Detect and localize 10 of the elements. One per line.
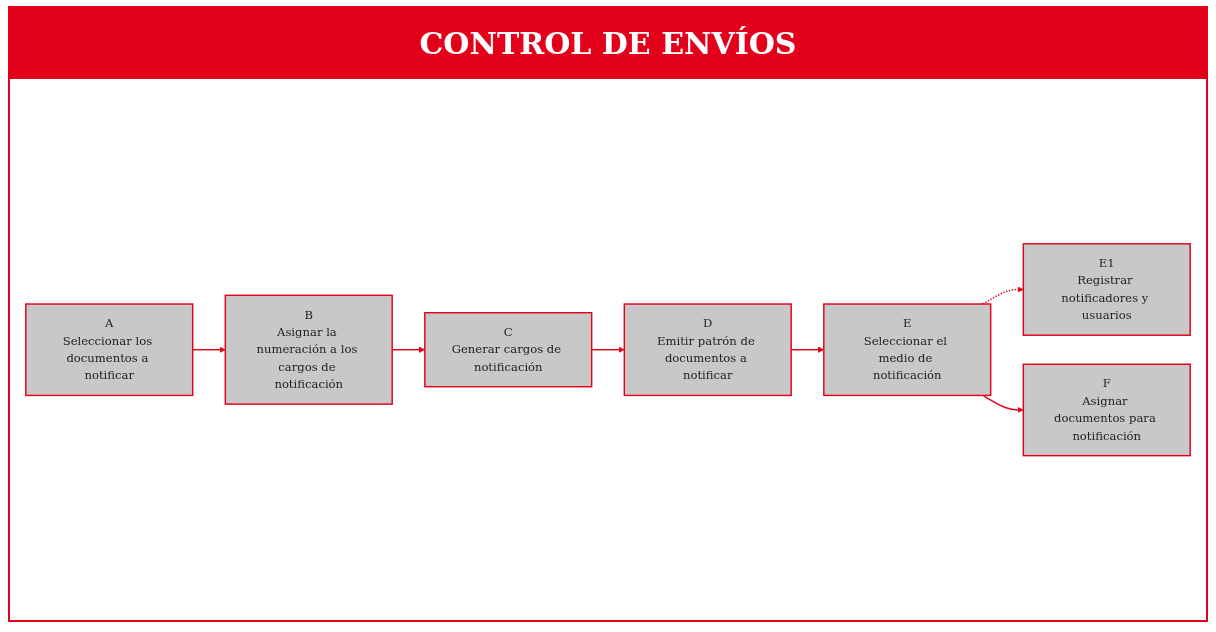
node-box: F Asignar documentos para notificación xyxy=(1022,363,1191,457)
node-box: E Seleccionar el medio de notificación xyxy=(823,303,992,396)
node-box: B Asignar la numeración a los cargos de notificación xyxy=(224,294,393,405)
node-box: D Emitir patrón de documentos a notificar xyxy=(623,303,792,396)
title-banner: CONTROL DE ENVÍOS xyxy=(10,8,1206,79)
node-box: A Seleccionar los documentos a notificar xyxy=(25,303,194,396)
arrow xyxy=(982,286,1024,305)
arrow xyxy=(982,394,1024,413)
node-box: E1 Registrar notificadores y usuarios xyxy=(1022,242,1191,336)
node-box: C Generar cargos de notificación xyxy=(424,311,593,388)
